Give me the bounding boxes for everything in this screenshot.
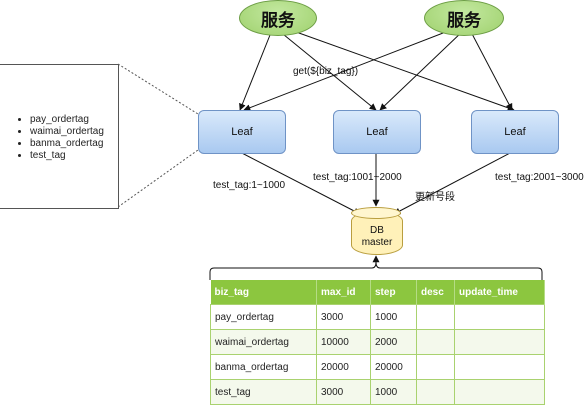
leaf-label: Leaf	[231, 126, 253, 138]
table-header-row: biz_tag max_id step desc update_time	[210, 280, 545, 305]
legend-connector-top	[117, 63, 199, 115]
arrow-leaf1-db	[237, 150, 361, 215]
table-cell	[416, 329, 455, 355]
table-row: pay_ordertag 3000 1000	[210, 304, 545, 330]
table-brace	[209, 261, 543, 280]
table-cell	[454, 304, 545, 330]
segment-label-2: test_tag:1001~2000	[313, 172, 402, 183]
column-header: max_id	[316, 280, 371, 305]
leaf-node-2: Leaf	[333, 110, 421, 154]
table-cell	[454, 354, 545, 380]
table-cell: 1000	[370, 379, 417, 405]
arrow-service1-leaf3	[284, 27, 515, 112]
service-node-1: 服务	[239, 0, 317, 36]
table-cell: 10000	[316, 329, 371, 355]
table-row: banma_ordertag 20000 20000	[210, 354, 545, 380]
table-cell: 3000	[316, 304, 371, 330]
column-header: update_time	[454, 280, 545, 305]
service-label: 服务	[447, 10, 481, 31]
table-cell	[416, 354, 455, 380]
db-label-line1: DB	[370, 225, 384, 236]
table-cell	[454, 329, 545, 355]
table-cell: banma_ordertag	[210, 354, 317, 380]
leaf-node-3: Leaf	[471, 110, 559, 154]
list-item: banma_ordertag	[30, 138, 118, 150]
update-segment-label: 更新号段	[415, 192, 455, 203]
db-label-line2: master	[361, 237, 393, 248]
table-cell: test_tag	[210, 379, 317, 405]
table-cell: waimai_ordertag	[210, 329, 317, 355]
leaf-node-1: Leaf	[198, 110, 286, 154]
table-cell: 2000	[370, 329, 417, 355]
leaf-alloc-table: biz_tag max_id step desc update_time pay…	[210, 280, 545, 405]
arrow-service2-leaf3	[469, 29, 513, 111]
arrow-service2-leaf2	[379, 29, 465, 111]
table-cell: 3000	[316, 379, 371, 405]
arrow-service2-leaf1	[243, 27, 457, 111]
service-label: 服务	[261, 10, 295, 31]
get-call-label: get(${biz_tag})	[293, 66, 359, 77]
leaf-label: Leaf	[504, 126, 526, 138]
segment-label-1: test_tag:1~1000	[213, 180, 286, 191]
table-cell	[454, 379, 545, 405]
table-row: waimai_ordertag 10000 2000	[210, 329, 545, 355]
table-cell: pay_ordertag	[210, 304, 317, 330]
column-header: step	[370, 280, 417, 305]
biz-tag-list: pay_ordertag waimai_ordertag banma_order…	[0, 114, 118, 162]
table-cell: 20000	[370, 354, 417, 380]
table-row: test_tag 3000 1000	[210, 379, 545, 405]
biz-tag-legend: pay_ordertag waimai_ordertag banma_order…	[0, 64, 119, 209]
leaf-label: Leaf	[366, 126, 388, 138]
arrow-leaf3-db	[393, 151, 513, 215]
list-item: pay_ordertag	[30, 114, 118, 126]
column-header: biz_tag	[210, 280, 317, 305]
table-cell: 20000	[316, 354, 371, 380]
db-cylinder-top	[351, 207, 401, 219]
table-cell: 1000	[370, 304, 417, 330]
legend-connector-bottom	[117, 149, 199, 208]
list-item: test_tag	[30, 150, 118, 162]
arrow-service1-leaf1	[239, 29, 273, 111]
service-node-2: 服务	[424, 0, 504, 36]
column-header: desc	[416, 280, 455, 305]
table-cell	[416, 304, 455, 330]
arrow-service1-leaf2	[277, 29, 377, 111]
segment-label-3: test_tag:2001~3000	[495, 172, 584, 183]
list-item: waimai_ordertag	[30, 126, 118, 138]
table-cell	[416, 379, 455, 405]
